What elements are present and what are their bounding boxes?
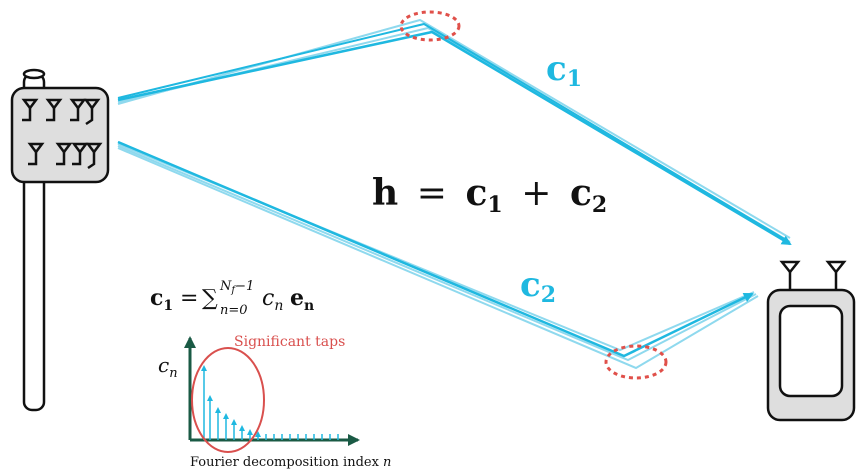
- inset-y-label: cn: [158, 353, 178, 381]
- svg-text:∑: ∑: [202, 286, 218, 311]
- c2-label: c2: [520, 265, 556, 308]
- significant-taps-circle: [191, 347, 265, 453]
- channel-equation: h = c1 + c2: [372, 172, 607, 221]
- path-c1-rays: [117, 18, 792, 246]
- scatterer-c2-circle: [604, 344, 668, 380]
- c1-label: c1: [546, 49, 582, 92]
- tap-magnitude-inset: cn Significant taps Fourier decompositio…: [158, 334, 391, 470]
- path-c2-rays: [117, 140, 759, 370]
- svg-text:cn: cn: [262, 286, 283, 314]
- svg-text:=: =: [180, 286, 198, 311]
- svg-text:en: en: [290, 285, 314, 314]
- svg-text:c1: c1: [150, 285, 173, 314]
- scatterer-c1-circle: [399, 10, 461, 42]
- fourier-sum-formula: c1 = ∑ Nf−1 n=0 cn en: [150, 279, 314, 318]
- user-terminal-icon: [766, 260, 856, 422]
- significant-taps-label: Significant taps: [234, 334, 345, 350]
- base-station-antenna-array-icon: [10, 68, 110, 412]
- svg-text:n=0: n=0: [220, 303, 248, 318]
- inset-stems: [201, 365, 339, 440]
- svg-text:Nf−1: Nf−1: [219, 279, 254, 296]
